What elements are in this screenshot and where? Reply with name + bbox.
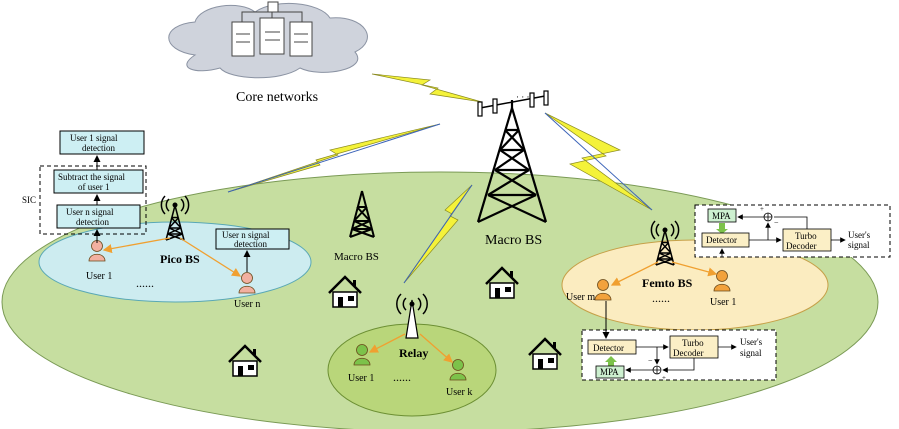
femto-bs-label: Femto BS — [642, 276, 693, 290]
femto-user-m-label: User m — [566, 292, 595, 303]
user-links — [102, 237, 718, 363]
svg-text:of user 1: of user 1 — [78, 182, 110, 192]
svg-text:detection: detection — [82, 143, 115, 153]
sic-user1-detect-box: User 1 signal detection — [59, 130, 145, 155]
svg-text:−: − — [774, 218, 779, 227]
relay-antenna — [396, 293, 428, 339]
svg-text:detection: detection — [234, 239, 267, 249]
receiver-top: MPA Detector Turbo Decoder User's signal… — [694, 204, 891, 258]
link-lines — [227, 112, 653, 284]
antenna-dots: · · · — [516, 92, 530, 102]
relay-label: Relay — [399, 346, 428, 360]
svg-text:User 1 signal: User 1 signal — [70, 133, 118, 143]
femto-user-1-label: User 1 — [710, 297, 736, 308]
core-networks-label: Core networks — [236, 90, 318, 105]
svg-text:detection: detection — [76, 217, 109, 227]
macro-bs-main-tower — [476, 90, 549, 223]
svg-text:−: − — [648, 356, 653, 365]
svg-text:Detector: Detector — [593, 343, 624, 353]
svg-text:Turbo: Turbo — [682, 338, 704, 348]
svg-text:signal: signal — [848, 240, 870, 250]
pico-bs-label: Pico BS — [160, 252, 200, 266]
svg-text:signal: signal — [740, 348, 762, 358]
svg-text:+: + — [760, 205, 764, 213]
svg-text:MPA: MPA — [600, 367, 619, 377]
pico-user-n-label: User n — [234, 299, 260, 310]
svg-text:Subtract the signal: Subtract the signal — [58, 172, 125, 182]
core-network-cloud — [168, 1, 368, 79]
relay-user-1-label: User 1 — [348, 373, 374, 384]
sic-subtract-box: Subtract the signal of user 1 — [53, 169, 144, 194]
svg-text:+: + — [662, 374, 666, 382]
receiver-top-mpa — [707, 208, 737, 223]
receiver-bottom: Detector MPA Turbo Decoder User's signal… — [581, 329, 777, 382]
femto-bs-tower — [650, 220, 680, 266]
svg-text:Detector: Detector — [706, 235, 737, 245]
svg-text:Decoder: Decoder — [673, 348, 703, 358]
sic-label: SIC — [22, 195, 36, 205]
svg-text:User n signal: User n signal — [66, 207, 114, 217]
pico-user-1-label: User 1 — [86, 271, 112, 282]
svg-text:User n signal: User n signal — [222, 230, 270, 240]
pico-dots: ...... — [136, 276, 154, 290]
sic-dashed-box — [39, 165, 147, 235]
macro-bs-main-label: Macro BS — [485, 233, 542, 248]
relay-user-k-label: User k — [446, 387, 472, 398]
macro-bs-small-label: Macro BS — [334, 251, 379, 263]
sic-usern-detect-box: User n signal detection — [56, 204, 141, 229]
svg-text:User's: User's — [740, 337, 763, 347]
receiver-bottom-mpa — [595, 365, 625, 379]
svg-text:User's: User's — [848, 230, 871, 240]
relay-dots: ...... — [393, 370, 411, 384]
svg-text:Turbo: Turbo — [795, 231, 817, 241]
femto-dots: ...... — [652, 291, 670, 305]
pico-bs-tower — [160, 195, 190, 241]
svg-text:MPA: MPA — [712, 211, 731, 221]
svg-text:Decoder: Decoder — [786, 241, 816, 251]
pico-usern-detect-box: User n signal detection — [215, 228, 290, 250]
